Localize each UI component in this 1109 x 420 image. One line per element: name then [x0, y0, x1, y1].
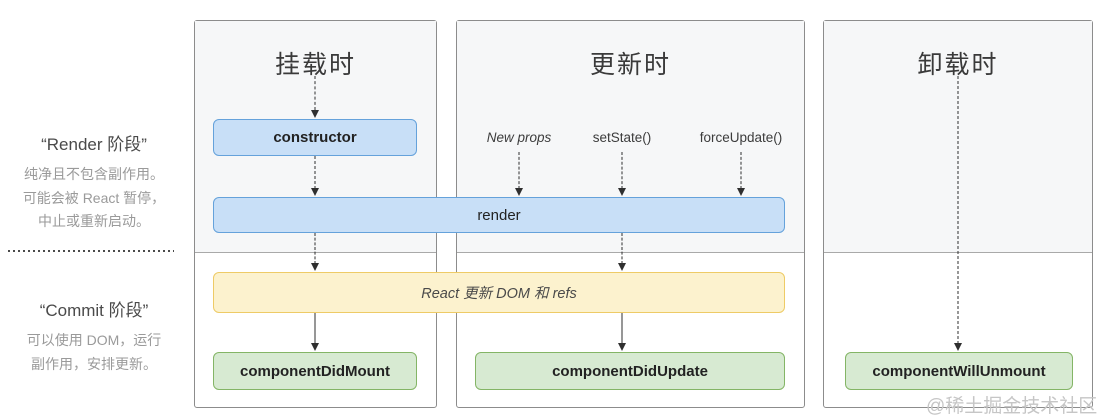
commit-phase-title: “Commit 阶段” — [39, 301, 149, 320]
arrowhead-dom-update-to-did-update — [618, 343, 626, 351]
arrow-set-state-to-render — [621, 152, 623, 189]
juejin-watermark: @稀土掘金技术社区 — [926, 396, 1098, 417]
render-phase-desc-line2: 可能会被 React 暂停， — [22, 189, 166, 206]
phase-divider-dotted-line — [8, 250, 174, 252]
trigger-set-state: setState() — [592, 130, 652, 145]
render-phase-desc-line1: 纯净且不包含副作用。 — [24, 166, 164, 182]
trigger-new-props: New props — [486, 130, 552, 145]
component-did-mount-box[interactable]: componentDidMount — [213, 352, 417, 390]
arrow-dom-update-to-did-mount — [314, 313, 316, 344]
arrowhead-dom-update-to-did-mount — [311, 343, 319, 351]
commit-phase-desc-line1: 可以使用 DOM，运行 — [26, 332, 162, 348]
arrow-render-to-dom-update-update — [621, 233, 623, 264]
arrowhead-mounting-to-constructor — [311, 110, 319, 118]
render-phase-desc-line3: 中止或重新启动。 — [38, 213, 150, 230]
arrowhead-constructor-to-render — [311, 188, 319, 196]
arrow-dom-update-to-did-update — [621, 313, 623, 344]
mounting-title: 挂载时 — [274, 51, 356, 79]
arrowhead-unmounting-to-will-unmount — [954, 343, 962, 351]
commit-phase-desc-line2: 副作用，安排更新。 — [31, 355, 157, 372]
arrowhead-new-props-to-render — [515, 188, 523, 196]
arrow-force-update-to-render — [740, 152, 742, 189]
component-will-unmount-box[interactable]: componentWillUnmount — [845, 352, 1073, 390]
render-box[interactable]: render — [213, 197, 785, 233]
arrowhead-force-update-to-render — [737, 188, 745, 196]
arrow-constructor-to-render — [314, 156, 316, 189]
arrow-new-props-to-render — [518, 152, 520, 189]
arrow-render-to-dom-update-mount — [314, 233, 316, 264]
commit-phase-description: 可以使用 DOM，运行 副作用，安排更新。 — [0, 329, 188, 376]
react-updates-dom-refs-box: React 更新 DOM 和 refs — [213, 272, 785, 313]
arrow-mounting-to-constructor — [314, 76, 316, 110]
arrowhead-set-state-to-render — [618, 188, 626, 196]
trigger-force-update: forceUpdate() — [699, 130, 783, 145]
commit-phase-label: “Commit 阶段” 可以使用 DOM，运行 副作用，安排更新。 — [0, 296, 188, 376]
updating-title: 更新时 — [589, 51, 671, 79]
render-phase-label: “Render 阶段” 纯净且不包含副作用。 可能会被 React 暂停， 中止… — [0, 130, 188, 234]
component-did-update-box[interactable]: componentDidUpdate — [475, 352, 785, 390]
arrow-unmounting-to-will-unmount — [957, 76, 959, 344]
constructor-box[interactable]: constructor — [213, 119, 417, 156]
render-phase-description: 纯净且不包含副作用。 可能会被 React 暂停， 中止或重新启动。 — [0, 163, 188, 234]
unmounting-title: 卸载时 — [917, 51, 999, 79]
render-phase-title: “Render 阶段” — [41, 135, 147, 154]
arrowhead-render-to-dom-update-mount — [311, 263, 319, 271]
arrowhead-render-to-dom-update-update — [618, 263, 626, 271]
